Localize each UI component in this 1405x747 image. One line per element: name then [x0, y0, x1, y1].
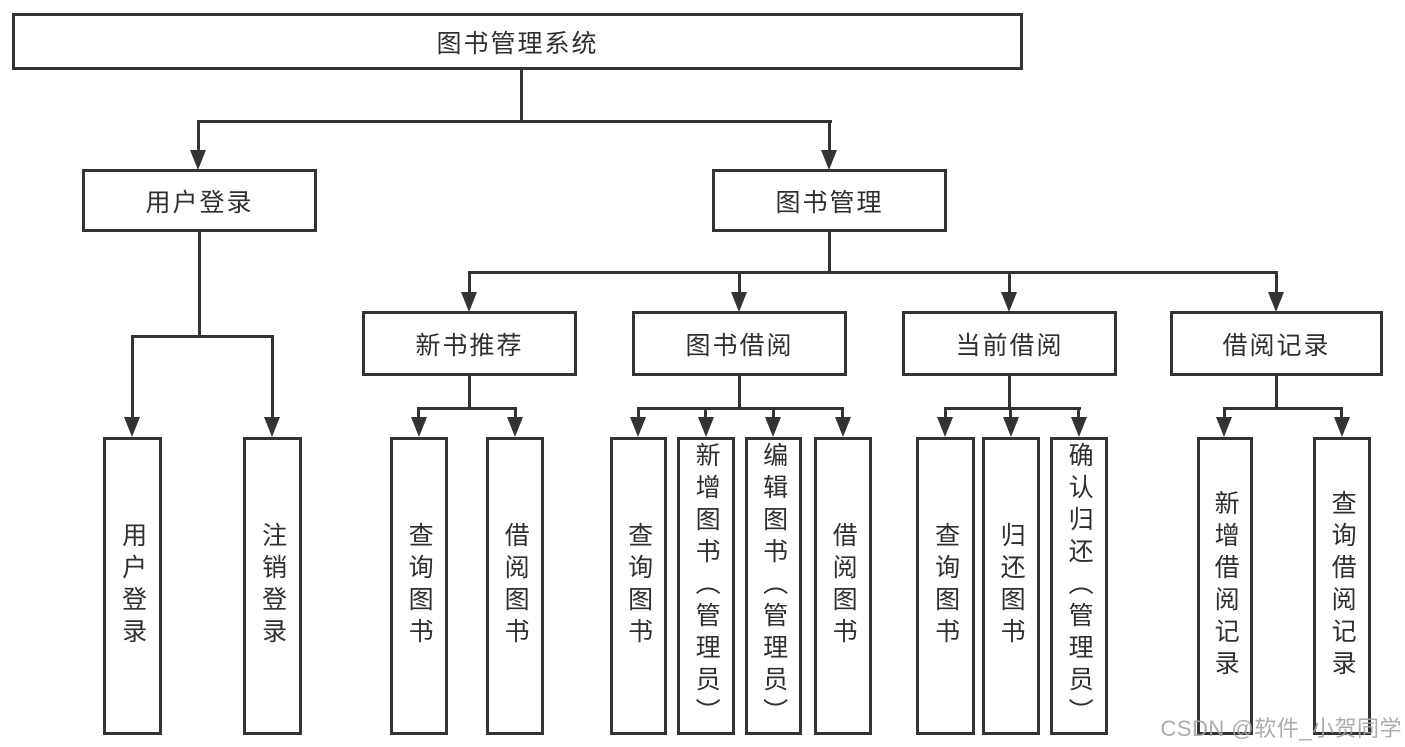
connector-userlogin-drop	[198, 232, 201, 337]
leaf-confirm-return-admin-label: 确认归还（管理员）	[1065, 442, 1094, 730]
arrow-down-icon	[731, 292, 747, 312]
node-book-management-label: 图书管理	[775, 188, 884, 217]
connector-stem	[944, 407, 947, 419]
leaf-return-book: 归还图书	[982, 437, 1040, 735]
node-new-book-recommend-label: 新书推荐	[415, 331, 524, 360]
leaf-borrow-books-recommend: 借阅图书	[486, 437, 544, 735]
node-current-borrowing: 当前借阅	[902, 311, 1117, 376]
connector-borrowing-rail	[637, 407, 844, 410]
arrow-down-icon	[765, 417, 781, 437]
leaf-add-book-admin: 新增图书（管理员）	[677, 437, 735, 735]
connector-current-rail	[944, 407, 1081, 410]
arrow-down-icon	[1268, 292, 1284, 312]
connector-stem-records	[1275, 271, 1278, 292]
node-book-management: 图书管理	[712, 169, 947, 232]
leaf-borrow-books-borrowing: 借阅图书	[814, 437, 872, 735]
connector-stem	[772, 407, 775, 419]
arrow-down-icon	[1003, 417, 1019, 437]
leaf-query-borrow-record: 查询借阅记录	[1313, 437, 1371, 735]
connector-recommend-drop	[468, 376, 471, 409]
node-user-login: 用户登录	[82, 169, 317, 232]
connector-stem-borrowing	[738, 271, 741, 292]
connector-current-drop	[1008, 376, 1011, 409]
leaf-borrow-books-recommend-label: 借阅图书	[501, 522, 530, 650]
connector-userlogin-rail	[131, 335, 274, 338]
node-root-label: 图书管理系统	[436, 29, 599, 58]
arrow-down-icon	[1071, 417, 1087, 437]
arrow-down-icon	[124, 417, 140, 437]
arrow-down-icon	[698, 417, 714, 437]
node-book-borrowing: 图书借阅	[632, 311, 847, 376]
node-new-book-recommend: 新书推荐	[362, 311, 577, 376]
node-book-borrowing-label: 图书借阅	[685, 331, 794, 360]
arrow-down-icon	[1001, 292, 1017, 312]
connector-recommend-rail	[417, 407, 517, 410]
connector-stem-current	[1008, 271, 1011, 292]
arrow-down-icon	[937, 417, 953, 437]
connector-stem	[417, 407, 420, 419]
arrow-down-icon	[1334, 417, 1350, 437]
connector-stem	[704, 407, 707, 419]
connector-stem	[1077, 407, 1080, 419]
arrow-down-icon	[835, 417, 851, 437]
leaf-user-login: 用户登录	[103, 437, 162, 735]
leaf-logout-label: 注销登录	[258, 522, 287, 650]
node-borrowing-records: 借阅记录	[1170, 311, 1383, 376]
leaf-add-book-admin-label: 新增图书（管理员）	[692, 442, 721, 730]
leaf-query-books-recommend: 查询图书	[390, 437, 448, 735]
arrow-down-icon	[461, 292, 477, 312]
node-user-login-label: 用户登录	[145, 188, 254, 217]
node-root: 图书管理系统	[12, 13, 1023, 70]
arrow-down-icon	[507, 417, 523, 437]
leaf-query-books-recommend-label: 查询图书	[405, 522, 434, 650]
connector-stem	[1223, 407, 1226, 419]
connector-stem-book-mgmt	[828, 120, 831, 150]
connector-stem	[514, 407, 517, 419]
connector-stem	[1340, 407, 1343, 419]
leaf-query-books-current: 查询图书	[916, 437, 975, 735]
node-current-borrowing-label: 当前借阅	[955, 331, 1064, 360]
leaf-add-borrow-record-label: 新增借阅记录	[1211, 490, 1240, 682]
leaf-add-borrow-record: 新增借阅记录	[1197, 437, 1253, 735]
leaf-user-login-label: 用户登录	[118, 522, 147, 650]
leaf-query-books-borrowing: 查询图书	[610, 437, 667, 735]
connector-stem-leaf-logout	[271, 335, 274, 417]
connector-records-drop	[1275, 376, 1278, 409]
connector-records-rail	[1223, 407, 1343, 410]
connector-stem	[637, 407, 640, 419]
csdn-watermark: CSDN @软件_小贺同学	[1160, 716, 1402, 741]
leaf-query-books-current-label: 查询图书	[931, 522, 960, 650]
connector-borrowing-drop	[738, 376, 741, 409]
connector-root-rail	[197, 120, 832, 123]
leaf-query-books-borrowing-label: 查询图书	[624, 522, 653, 650]
leaf-borrow-books-borrowing-label: 借阅图书	[829, 522, 858, 650]
leaf-query-borrow-record-label: 查询借阅记录	[1328, 490, 1357, 682]
connector-bookmgmt-drop	[828, 232, 831, 273]
leaf-return-book-label: 归还图书	[997, 522, 1026, 650]
arrow-down-icon	[411, 417, 427, 437]
connector-stem	[1009, 407, 1012, 419]
arrow-down-icon	[630, 417, 646, 437]
leaf-edit-book-admin-label: 编辑图书（管理员）	[759, 442, 788, 730]
connector-root-drop	[520, 70, 523, 123]
connector-stem	[841, 407, 844, 419]
arrow-down-icon	[1216, 417, 1232, 437]
leaf-confirm-return-admin: 确认归还（管理员）	[1050, 437, 1108, 735]
arrow-down-icon	[264, 417, 280, 437]
arrow-down-icon	[190, 150, 206, 170]
leaf-logout: 注销登录	[243, 437, 302, 735]
leaf-edit-book-admin: 编辑图书（管理员）	[745, 437, 802, 735]
node-borrowing-records-label: 借阅记录	[1222, 331, 1331, 360]
connector-stem-user-login	[197, 120, 200, 150]
connector-stem-recommend	[468, 271, 471, 292]
arrow-down-icon	[821, 150, 837, 170]
connector-stem-leaf-login	[131, 335, 134, 417]
connector-level3-rail	[468, 271, 1278, 274]
